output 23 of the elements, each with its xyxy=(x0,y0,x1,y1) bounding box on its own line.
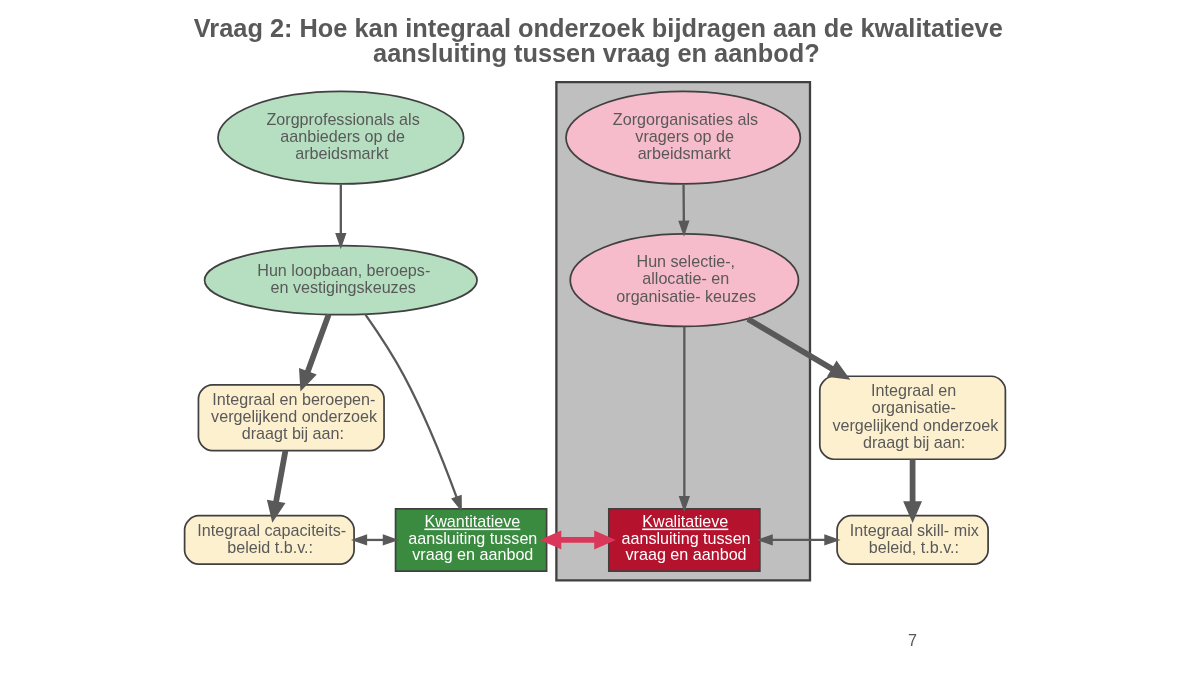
arrow xyxy=(350,534,399,546)
arrow xyxy=(678,326,690,513)
arrow xyxy=(364,313,462,512)
label: 7 xyxy=(908,630,918,649)
arrow xyxy=(746,316,851,380)
diagram-title: Vraag 2: Hoe kan integraal onderzoek bijdragen aan de kwalitatieve aansluiting tussen vraag en aanbod? xyxy=(193,13,1003,67)
arrow xyxy=(266,450,289,523)
node-box: Integraal en organisatie- vergelijkend onderzoek draagt bij aan: xyxy=(818,375,1007,461)
arrow xyxy=(756,534,841,546)
arrow xyxy=(299,313,332,392)
node-box: Integraal capaciteits- beleid t.b.v.: xyxy=(183,514,355,565)
arrow xyxy=(335,184,347,250)
node-ellipse: Zorgorganisaties als vragers op de arbeidsmarkt xyxy=(565,90,802,185)
node-ellipse: Hun selectie-, allocatie- en organisatie- keuzes xyxy=(569,233,800,328)
arrow xyxy=(539,530,616,550)
node-box: Integraal en beroepen- vergelijkend onderzoek draagt bij aan: xyxy=(197,384,385,452)
node-box: Kwantitatieve aansluiting tussen vraag en aanbod xyxy=(394,507,548,572)
arrow xyxy=(678,184,690,237)
arrow xyxy=(903,459,923,523)
node-box: Integraal skill- mix beleid, t.b.v.: xyxy=(836,514,989,565)
node-box: Kwalitatieve aansluiting tussen vraag en aanbod xyxy=(607,507,761,572)
node-ellipse: Hun loopbaan, beroeps- en vestigingskeuzes xyxy=(203,244,478,316)
node-ellipse: Zorgprofessionals als aanbieders op de arbeidsmarkt xyxy=(217,90,465,185)
